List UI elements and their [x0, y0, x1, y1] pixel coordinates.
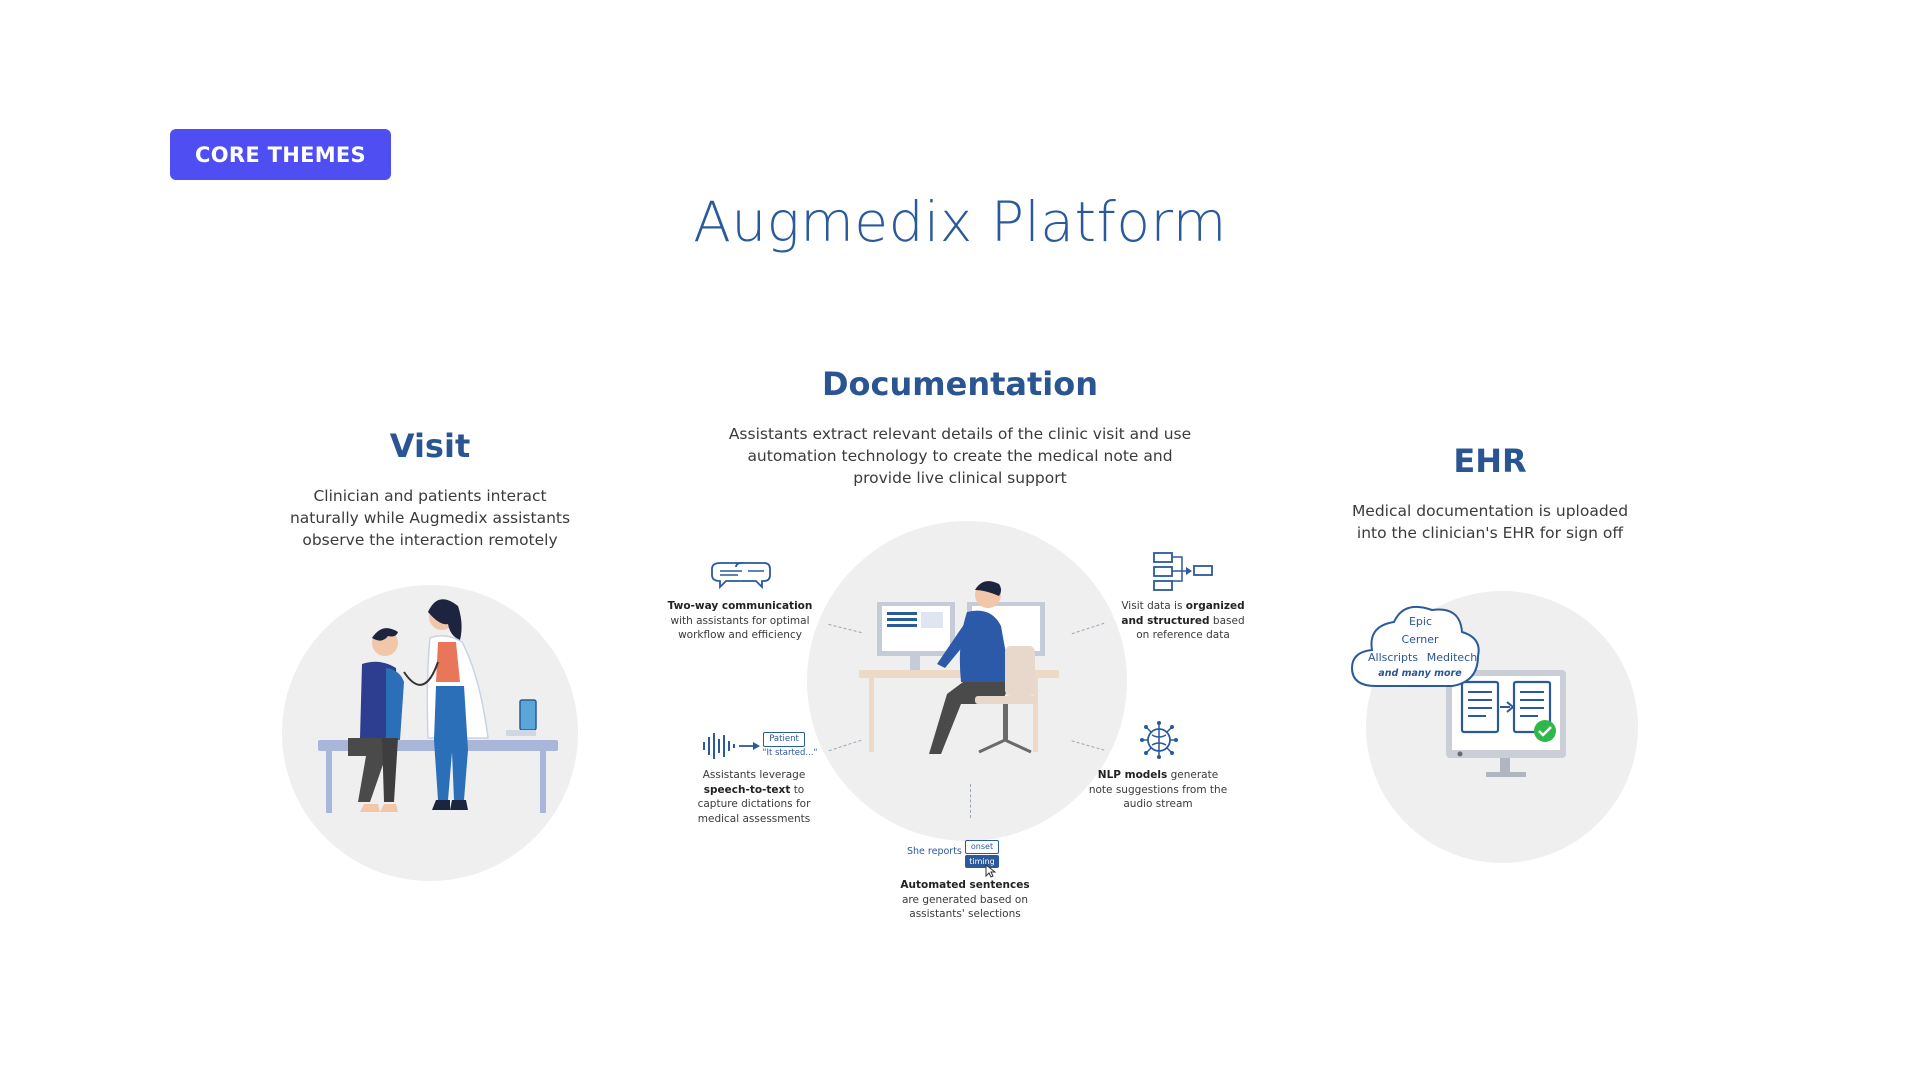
sentence-option-timing: timing	[965, 855, 999, 868]
core-themes-badge: CORE THEMES	[170, 129, 391, 180]
feature-automated-bold: Automated sentences	[900, 879, 1030, 891]
feature-speech-to-text: Assistants leverage speech-to-text to ca…	[684, 768, 824, 826]
feature-speech-pre: Assistants leverage	[702, 769, 806, 781]
visit-description: Clinician and patients interact naturall…	[289, 487, 571, 549]
flowchart-icon	[1153, 552, 1213, 591]
feature-two-way-bold: Two-way communication	[667, 600, 813, 612]
feature-organized-text: based on reference data	[1136, 614, 1245, 642]
soundwave-icon	[703, 733, 760, 759]
ehr-description: Medical documentation is uploaded into t…	[1351, 502, 1629, 542]
ehr-system-meditech: Meditech	[1426, 651, 1478, 664]
cursor-icon	[985, 863, 997, 878]
feature-automated-text: are generated based on assistants' selec…	[902, 893, 1028, 921]
connector-bottom	[970, 784, 971, 818]
ehr-illustration	[1350, 606, 1566, 777]
visit-heading: Visit	[389, 427, 471, 465]
feature-two-way-communication: Two-way communication with assistants fo…	[665, 599, 815, 643]
feature-nlp-bold: NLP models	[1097, 769, 1168, 781]
feature-nlp: NLP models generate note suggestions fro…	[1088, 768, 1228, 812]
feature-organized-pre: Visit data is	[1121, 600, 1183, 612]
chat-bubbles-icon	[711, 562, 771, 590]
ehr-heading: EHR	[1453, 442, 1527, 480]
visit-illustration	[318, 599, 558, 813]
sentence-demo-text: She reports	[907, 846, 962, 857]
feature-two-way-text: with assistants for optimal workflow and…	[670, 614, 810, 642]
ehr-system-cerner: Cerner	[1401, 633, 1439, 646]
feature-speech-text: to capture dictations for medical assess…	[697, 783, 811, 825]
check-icon	[1534, 720, 1556, 742]
feature-organized-bold: organized and structured	[1121, 600, 1245, 627]
documentation-description: Assistants extract relevant details of t…	[728, 425, 1192, 487]
documentation-heading: Documentation	[821, 365, 1099, 403]
feature-nlp-text: generate note suggestions from the audio…	[1088, 769, 1228, 810]
ehr-system-epic: Epic	[1408, 615, 1433, 628]
speech-patient-tag: Patient	[763, 732, 805, 747]
feature-organized: Visit data is organized and structured b…	[1118, 599, 1248, 643]
page-title: Augmedix Platform	[693, 190, 1227, 254]
ehr-system-more: and many more ....	[1378, 668, 1462, 690]
ehr-system-allscripts: Allscripts	[1367, 651, 1419, 664]
feature-automated-sentences: Automated sentences are generated based …	[895, 878, 1035, 922]
feature-speech-bold: speech-to-text	[703, 783, 791, 796]
assistant-desk-illustration	[859, 581, 1059, 754]
brain-circuit-icon	[1140, 721, 1178, 759]
sentence-option-onset: onset	[965, 840, 999, 854]
speech-quote: "It started..."	[762, 748, 818, 758]
